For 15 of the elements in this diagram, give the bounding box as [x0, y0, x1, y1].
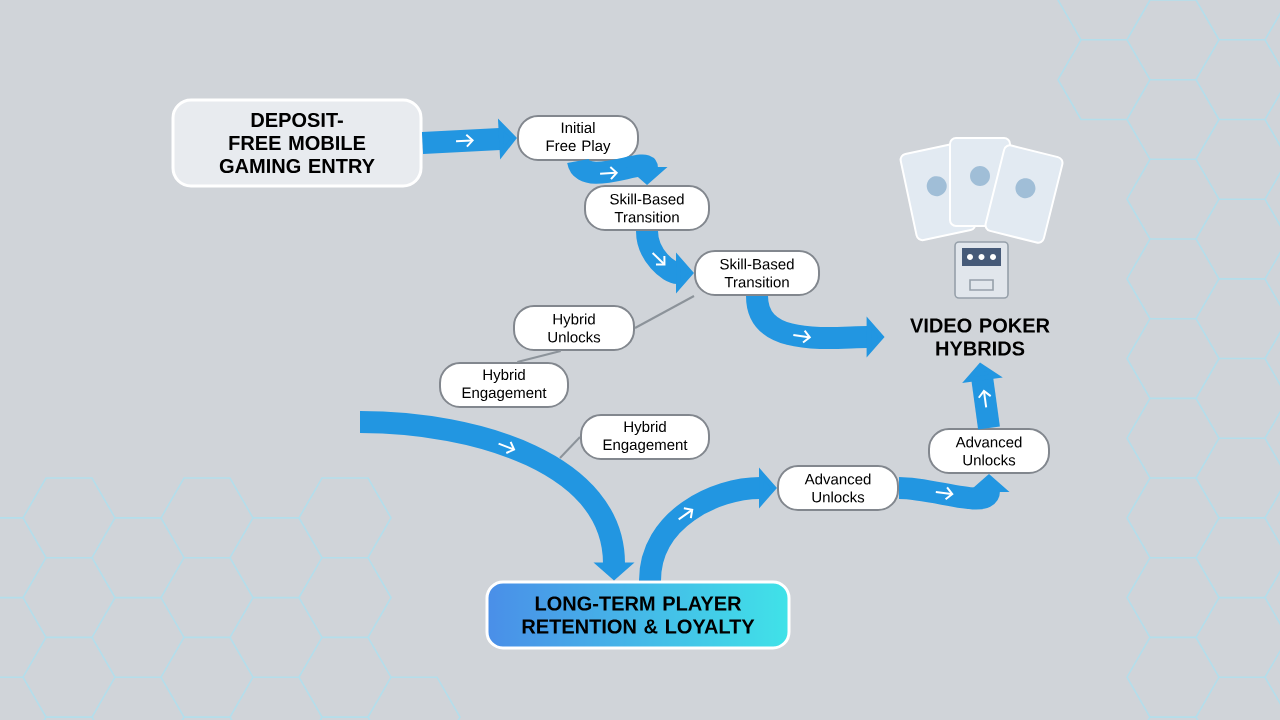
leader-line: [634, 295, 695, 329]
leader-line: [559, 436, 581, 459]
pill-label: Hybrid Engagement: [580, 414, 710, 460]
pill-label: Advanced Unlocks: [777, 465, 899, 511]
pill-label: Initial Free Play: [517, 115, 639, 161]
pill-label: Hybrid Engagement: [439, 362, 569, 408]
pill-label: Skill-Based Transition: [694, 250, 820, 296]
pill-label: Advanced Unlocks: [928, 428, 1050, 474]
leader-line: [516, 350, 562, 363]
pill-label: Hybrid Unlocks: [513, 305, 635, 351]
flow-band: [567, 154, 668, 185]
title-box: DEPOSIT-FREE MOBILE GAMING ENTRY: [171, 98, 423, 188]
heading-text: VIDEO POKER HYBRIDS: [910, 318, 1050, 356]
pill-label: Skill-Based Transition: [584, 185, 710, 231]
outcome-box: LONG-TERM PLAYER RETENTION & LOYALTY: [485, 580, 791, 650]
